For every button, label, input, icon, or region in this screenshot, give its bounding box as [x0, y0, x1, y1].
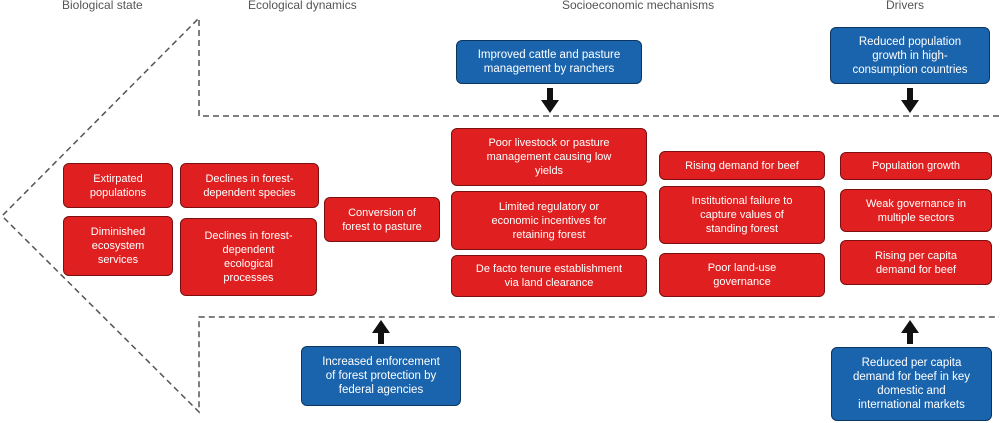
- dashed-arrow-outline: [0, 16, 999, 414]
- box-rising-demand-for-beef: Rising demand for beef: [659, 151, 825, 180]
- box-reduced-per-capita-demand: Reduced per capita demand for beef in ke…: [831, 347, 992, 421]
- header-ecological-dynamics: Ecological dynamics: [248, 0, 357, 12]
- arrow-up-drivers: [901, 320, 919, 344]
- box-de-facto-tenure: De facto tenure establishment via land c…: [451, 255, 647, 297]
- box-declines-forest-dependent-species: Declines in forest- dependent species: [180, 163, 319, 208]
- header-biological-state: Biological state: [62, 0, 143, 12]
- box-improved-cattle-management: Improved cattle and pasture management b…: [456, 40, 642, 84]
- box-declines-ecological-processes: Declines in forest- dependent ecological…: [180, 218, 317, 296]
- header-socioeconomic-mechanisms: Socioeconomic mechanisms: [562, 0, 715, 12]
- arrow-up-eco: [372, 320, 390, 344]
- box-poor-livestock-management: Poor livestock or pasture management cau…: [451, 128, 647, 186]
- header-drivers: Drivers: [886, 0, 924, 12]
- box-diminished-ecosystem-services: Diminished ecosystem services: [63, 216, 173, 276]
- box-weak-governance: Weak governance in multiple sectors: [840, 189, 992, 232]
- box-reduced-population-growth: Reduced population growth in high- consu…: [830, 27, 990, 84]
- box-limited-regulatory-incentives: Limited regulatory or economic incentive…: [451, 191, 647, 250]
- box-conversion-forest-to-pasture: Conversion of forest to pasture: [324, 197, 440, 242]
- box-population-growth: Population growth: [840, 152, 992, 180]
- arrow-down-drivers: [901, 88, 919, 113]
- box-poor-land-use-governance: Poor land-use governance: [659, 253, 825, 297]
- box-rising-per-capita-demand: Rising per capita demand for beef: [840, 240, 992, 285]
- box-increased-enforcement: Increased enforcement of forest protecti…: [301, 346, 461, 406]
- box-extirpated-populations: Extirpated populations: [63, 163, 173, 208]
- box-institutional-failure: Institutional failure to capture values …: [659, 186, 825, 244]
- arrow-down-socio: [541, 88, 559, 113]
